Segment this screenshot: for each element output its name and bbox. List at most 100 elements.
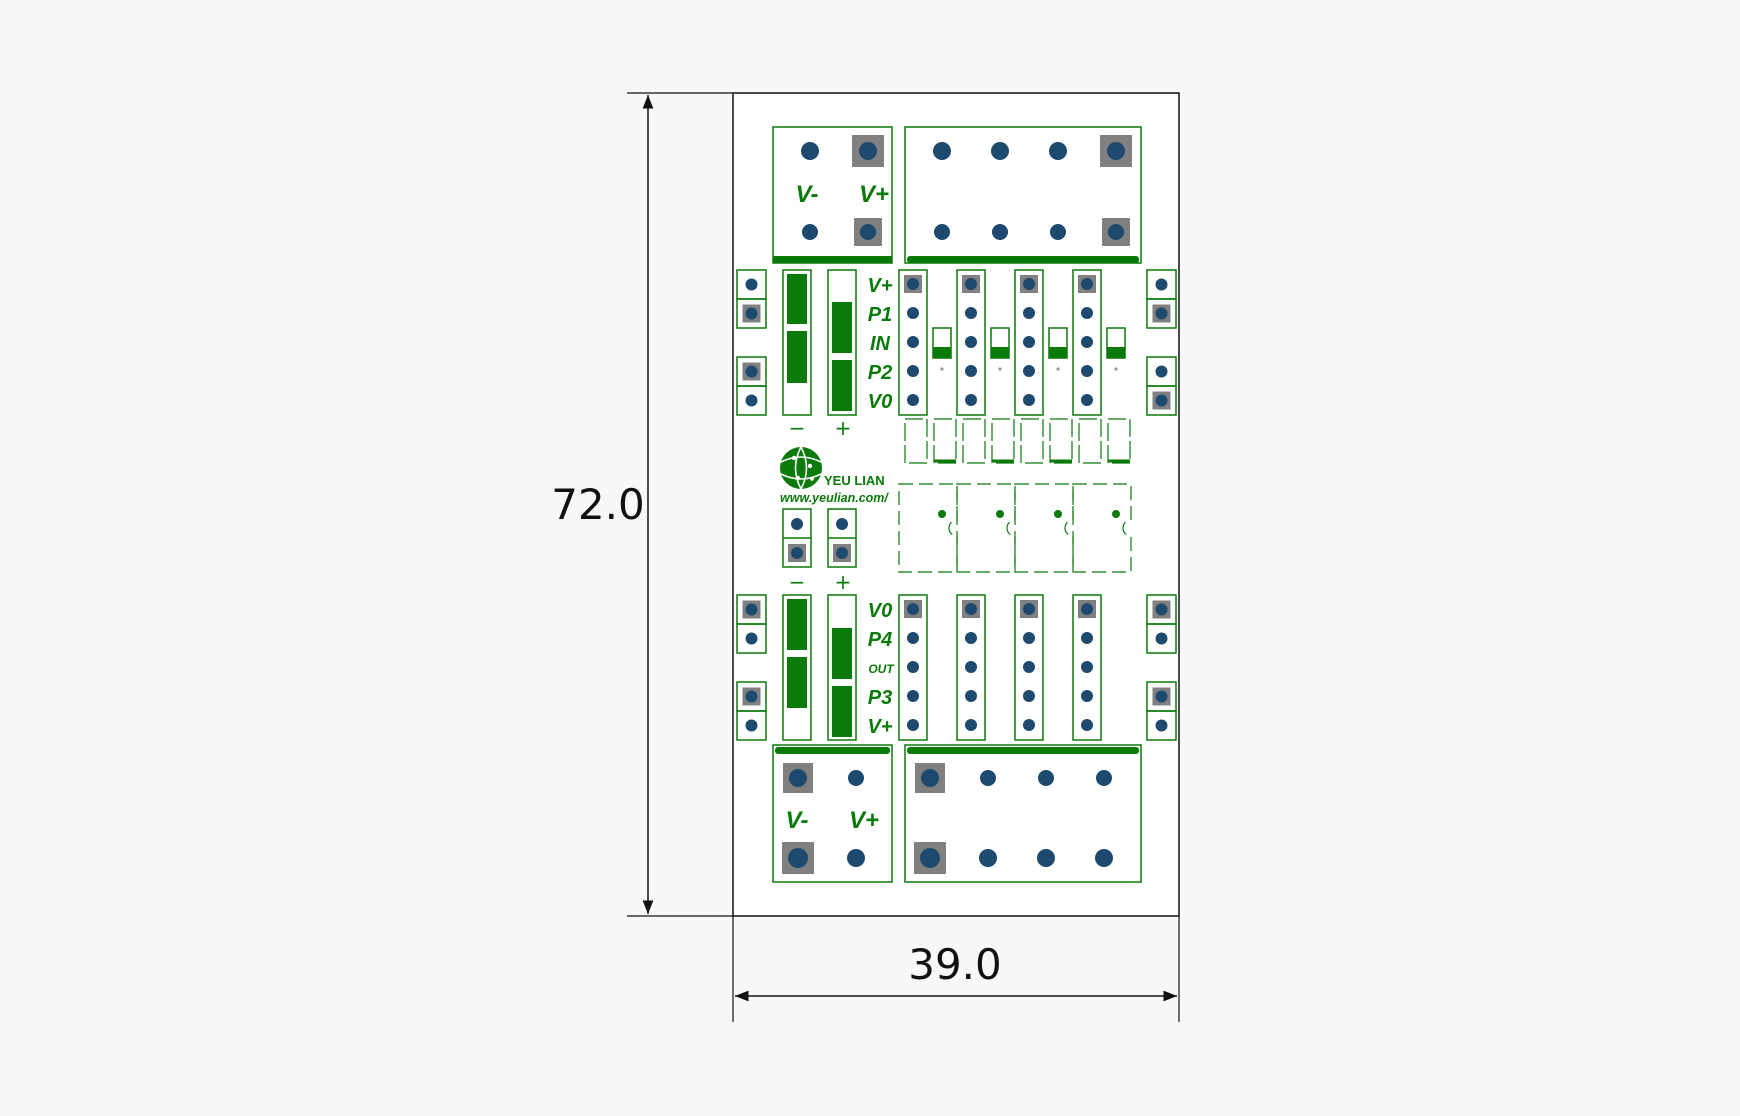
pad-hole <box>965 719 977 731</box>
upper-label-vplus: V+ <box>867 275 892 297</box>
bottom-vplus-label: V+ <box>849 807 879 834</box>
pad-hole <box>836 547 848 559</box>
filled-pad <box>832 302 852 353</box>
upper-label-p2: P2 <box>868 362 892 384</box>
top-power-terminal <box>772 126 893 264</box>
pad-hole <box>1023 661 1035 673</box>
pin1-dot <box>996 510 1004 518</box>
pad-hole <box>745 307 758 320</box>
pad-hole <box>965 603 977 615</box>
pad-hole <box>859 142 877 160</box>
pad-hole <box>992 224 1008 240</box>
pad-hole <box>1155 632 1168 645</box>
side-pin-box <box>1146 710 1177 741</box>
pad-hole <box>1155 603 1168 616</box>
yeulian-logo: YEU LIAN www.yeulian.com/ <box>780 446 889 505</box>
lower-label-out: OUT <box>868 662 895 676</box>
height-label: 72.0 <box>551 480 645 529</box>
smd-jumper-fill <box>1049 347 1067 358</box>
smd-jumper-fill <box>933 347 951 358</box>
pad-hole <box>980 770 996 786</box>
pad-hole <box>1155 690 1168 703</box>
side-pin-box <box>736 298 767 329</box>
pad-hole <box>965 336 977 348</box>
smd-outline <box>1020 418 1044 464</box>
width-dimension: 39.0 <box>732 916 1180 1022</box>
pad-hole <box>1081 307 1093 319</box>
pad-hole <box>1155 365 1168 378</box>
pad-hole <box>1050 224 1066 240</box>
lower-plus-mark: + <box>835 570 852 594</box>
pad-hole <box>836 518 848 530</box>
pad-hole <box>907 336 919 348</box>
ic-outline <box>898 483 958 573</box>
top-vminus-label: V- <box>795 181 818 208</box>
header-outline-upper <box>1072 269 1102 416</box>
pad-hole <box>745 365 758 378</box>
header-outline-lower <box>898 594 928 741</box>
side-pin-box <box>1146 298 1177 329</box>
pad-hole <box>965 365 977 377</box>
upper-label-p1: P1 <box>868 304 892 326</box>
pad-hole <box>1038 770 1054 786</box>
logo-url: www.yeulian.com/ <box>780 491 889 505</box>
pcb-footprints <box>736 135 1177 874</box>
pad-hole <box>1023 690 1035 702</box>
ic-outline <box>1014 483 1074 573</box>
filled-pad <box>787 274 807 324</box>
lower-label-p4: P4 <box>868 629 892 651</box>
pad-hole <box>965 307 977 319</box>
pad-hole <box>1023 307 1035 319</box>
pad-hole <box>1023 365 1035 377</box>
capacitor-outline <box>827 269 857 416</box>
height-dimension: 72.0 <box>551 92 733 917</box>
pad-hole <box>745 394 758 407</box>
smd-outline <box>904 418 928 464</box>
smd-outline <box>991 418 1015 464</box>
upper-label-v0: V0 <box>868 391 892 413</box>
pad-hole <box>1037 849 1055 867</box>
bottom-output-terminal <box>904 744 1142 883</box>
pad-hole <box>745 278 758 291</box>
side-pin-box <box>1146 385 1177 416</box>
pad-hole <box>1023 603 1035 615</box>
pad-hole <box>1023 336 1035 348</box>
pad-hole <box>848 770 864 786</box>
top-vplus-label: V+ <box>859 181 889 208</box>
pad-hole <box>907 719 919 731</box>
smd-jumper-fill <box>1107 347 1125 358</box>
pad-hole <box>1081 661 1093 673</box>
pad-hole <box>907 690 919 702</box>
pad-hole <box>745 719 758 732</box>
smd-outline <box>933 418 957 464</box>
ic-outline <box>1072 483 1132 573</box>
upper-plus-mark: + <box>835 416 852 440</box>
lower-header-labels: V0 P4 OUT P3 V+ <box>867 600 895 738</box>
header-outline-upper <box>956 269 986 416</box>
logo-brand: YEU LIAN <box>824 473 885 488</box>
header-outline-upper <box>1014 269 1044 416</box>
pad-hole <box>1023 278 1035 290</box>
pad-hole <box>934 224 950 240</box>
pad-hole <box>1081 365 1093 377</box>
pad-hole <box>979 849 997 867</box>
reference-dot <box>998 367 1002 371</box>
filled-pad <box>787 331 807 383</box>
filled-pad <box>832 360 852 411</box>
pad-hole <box>1108 224 1124 240</box>
side-pin-box <box>736 385 767 416</box>
pad-hole <box>907 603 919 615</box>
pad-hole <box>1049 142 1067 160</box>
pad-hole <box>791 518 803 530</box>
pad-hole <box>907 661 919 673</box>
pad-hole <box>1023 632 1035 644</box>
filled-pad <box>787 599 807 650</box>
pad-hole <box>788 848 808 868</box>
lower-label-p3: P3 <box>868 687 892 709</box>
side-pin-box <box>736 623 767 654</box>
lower-minus-mark: − <box>789 570 806 594</box>
smd-outline <box>1078 418 1102 464</box>
pad-hole <box>1155 719 1168 732</box>
pad-hole <box>1023 394 1035 406</box>
pad-hole <box>1155 394 1168 407</box>
